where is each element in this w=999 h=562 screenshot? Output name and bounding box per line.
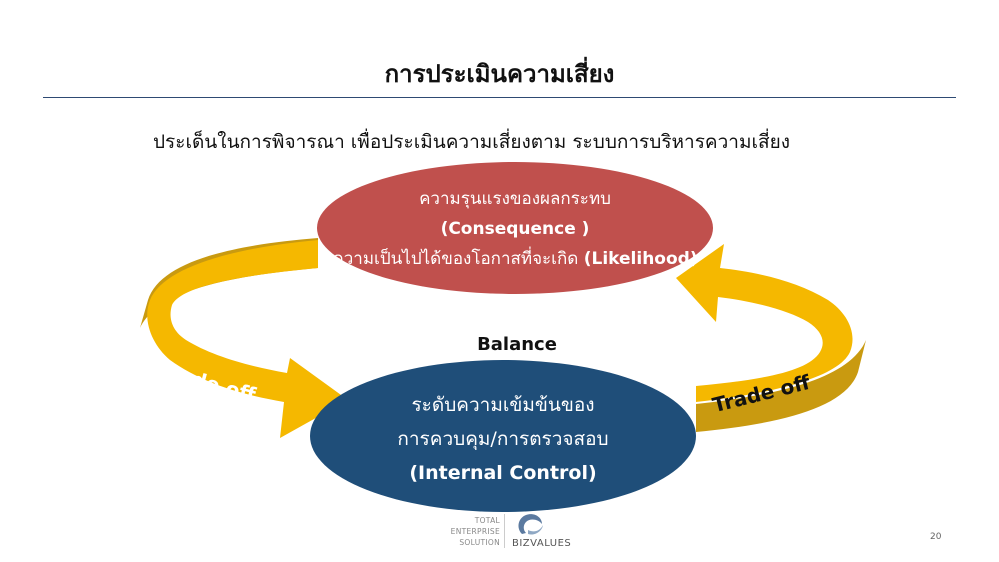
consequence-en-label: (Consequence ): [440, 219, 590, 239]
left-trade-off-arrow: [147, 240, 348, 438]
consequence-likelihood-ellipse: [317, 162, 713, 294]
likelihood-en-label: (Likelihood): [583, 249, 698, 269]
balance-label: Balance: [477, 334, 557, 355]
page-number: 20: [930, 532, 942, 542]
control-audit-label: การควบคุม/การตรวจสอบ: [397, 428, 609, 450]
tagline-total: TOTAL: [474, 516, 500, 525]
slide-title: การประเมินความเสี่ยง: [384, 60, 615, 88]
internal-control-ellipse: [310, 360, 696, 512]
tagline-enterprise: ENTERPRISE: [450, 527, 500, 536]
likelihood-line: ความเป็นไปได้ของโอกาสที่จะเกิด (Likeliho…: [316, 244, 714, 274]
slide-subtitle: ประเด็นในการพิจารณา เพื่อประเมินความเสี่…: [153, 131, 791, 153]
control-intensity-label: ระดับความเข้มข้นของ: [411, 394, 595, 416]
brand-name: BIZVALUES: [512, 538, 572, 549]
internal-control-label: (Internal Control): [409, 462, 597, 484]
top-ellipse-text: ความรุนแรงของผลกระทบ (Consequence ) ความ…: [316, 184, 714, 274]
right-trade-off-arrow-shadow: [696, 340, 866, 432]
consequence-th-label: ความรุนแรงของผลกระทบ: [419, 189, 611, 209]
bottom-ellipse-text: ระดับความเข้มข้นของ การควบคุม/การตรวจสอบ…: [310, 388, 696, 490]
title-divider: [43, 97, 956, 98]
footer-tagline: TOTAL ENTERPRISE SOLUTION: [430, 515, 500, 548]
tagline-solution: SOLUTION: [459, 538, 500, 547]
likelihood-th-label: ความเป็นไปได้ของโอกาสที่จะเกิด: [332, 249, 579, 269]
footer-divider: [504, 514, 505, 548]
right-trade-off-arrow: [676, 244, 853, 402]
bizvalues-logo-icon: [518, 514, 543, 535]
